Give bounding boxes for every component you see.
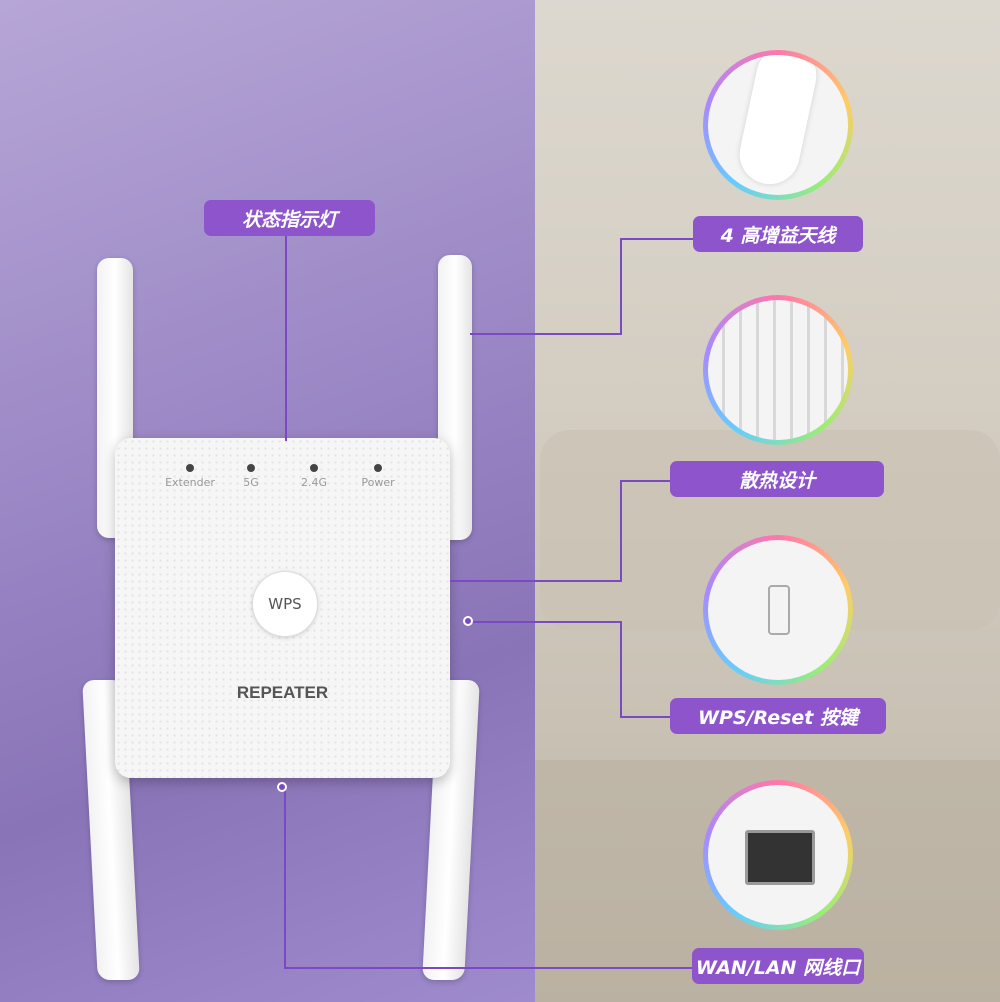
- brand-label: REPEATER: [236, 683, 329, 702]
- callout-dot: [277, 782, 287, 792]
- callout-line: [470, 333, 620, 335]
- ethernet-port-icon: [745, 830, 815, 885]
- wps-button[interactable]: WPS: [252, 571, 318, 637]
- callout-line: [620, 238, 622, 335]
- callout-line: [620, 480, 622, 582]
- tag-wps-reset: WPS/Reset 按键: [670, 698, 886, 734]
- callout-line: [620, 621, 622, 717]
- callout-line: [620, 238, 695, 240]
- repeater-device: [115, 438, 450, 778]
- tag-status-led: 状态指示灯: [204, 200, 375, 236]
- callout-line: [450, 580, 620, 582]
- cooling-detail-circle: [703, 295, 853, 445]
- callout-line: [285, 236, 287, 441]
- led-24g-icon: [310, 464, 318, 472]
- led-power-icon: [374, 464, 382, 472]
- callout-line: [284, 788, 286, 968]
- callout-line: [620, 716, 670, 718]
- led-5g-icon: [247, 464, 255, 472]
- led-extender-icon: [186, 464, 194, 472]
- led-label: Extender: [165, 476, 215, 489]
- callout-dot: [463, 616, 473, 626]
- led-label: Power: [361, 476, 395, 489]
- tag-wan-lan: WAN/LAN 网线口: [692, 948, 864, 984]
- callout-line: [470, 621, 620, 623]
- ethernet-port-detail-circle: [703, 780, 853, 930]
- antenna-detail-circle: [703, 50, 853, 200]
- callout-line: [620, 480, 670, 482]
- reset-detail-circle: [703, 535, 853, 685]
- tag-cooling: 散热设计: [670, 461, 884, 497]
- led-label: 5G: [243, 476, 259, 489]
- led-label: 2.4G: [300, 476, 328, 489]
- callout-line: [284, 967, 694, 969]
- tag-antenna: 4 高增益天线: [693, 216, 863, 252]
